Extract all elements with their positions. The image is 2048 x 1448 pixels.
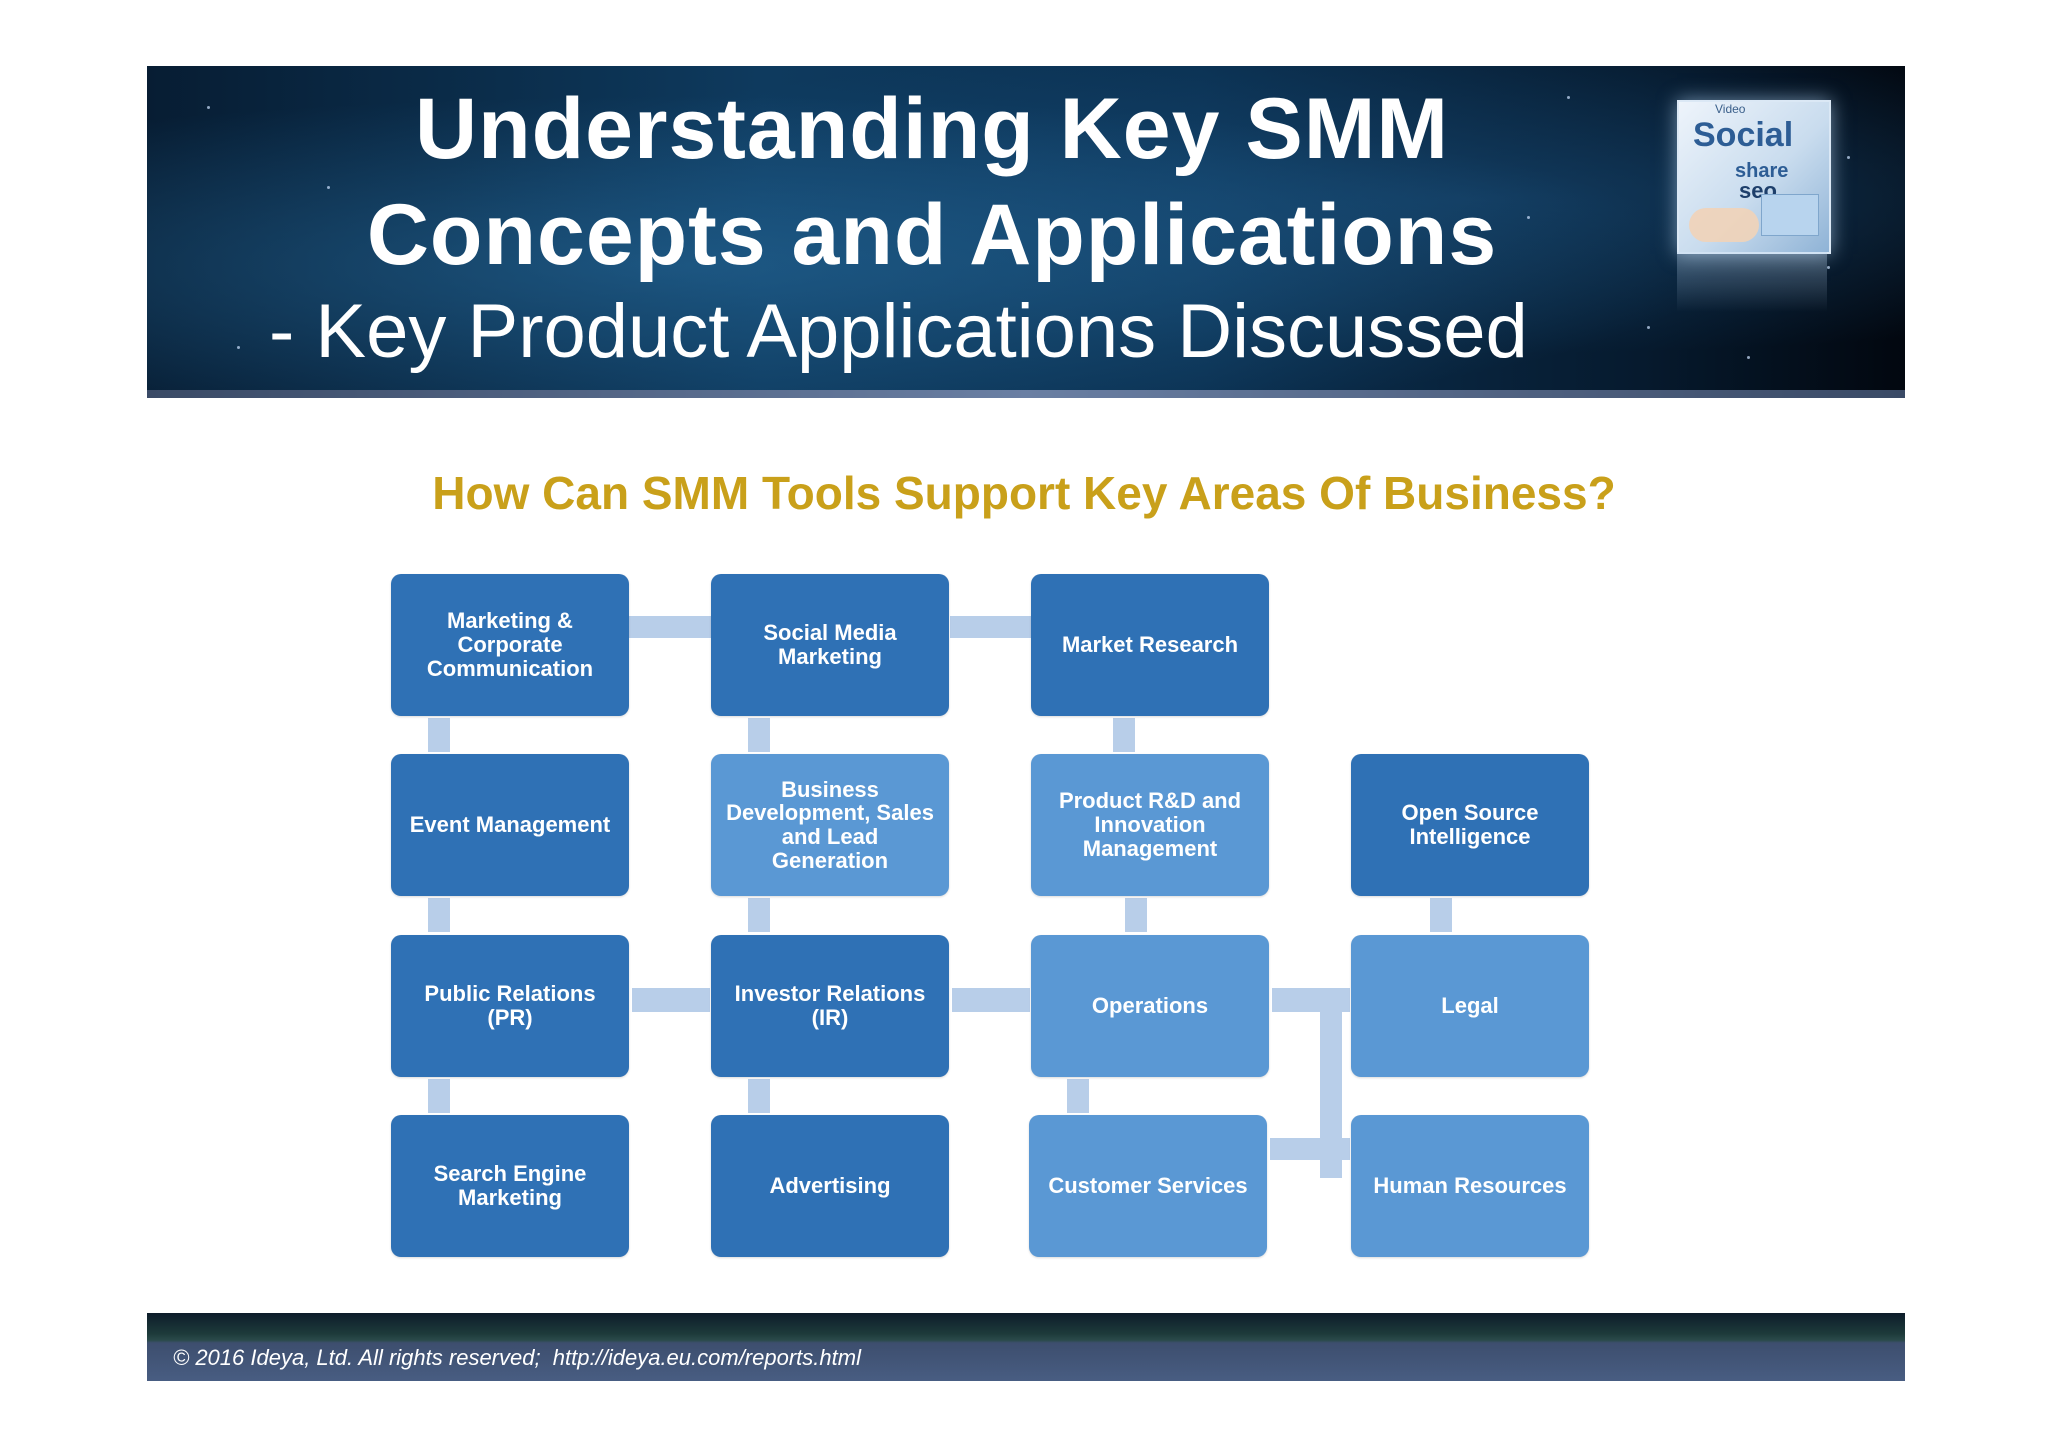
connector (1430, 898, 1452, 932)
page-title-line-2: Concepts and Applications (366, 187, 1498, 283)
copyright-text: © 2016 Ideya, Ltd. All rights reserved; … (173, 1345, 861, 1370)
box-advertising: Advertising (711, 1115, 949, 1257)
connector (1320, 990, 1342, 1178)
connector (632, 988, 710, 1012)
box-operations: Operations (1031, 935, 1269, 1077)
connector (428, 898, 450, 932)
connector (748, 1079, 770, 1113)
connector (952, 988, 1030, 1012)
box-customer-services: Customer Services (1029, 1115, 1267, 1257)
diagram-heading: How Can SMM Tools Support Key Areas Of B… (432, 467, 1616, 519)
cube-word-social: Social (1693, 116, 1794, 154)
connector (1125, 898, 1147, 932)
box-marketing-corporate-communication: Marketing & Corporate Communication (391, 574, 629, 716)
footer-bar: © 2016 Ideya, Ltd. All rights reserved; … (147, 1313, 1905, 1381)
cube-reflection (1677, 252, 1827, 312)
box-business-development: Business Development, Sales and Lead Gen… (711, 754, 949, 896)
connector (428, 718, 450, 752)
hand-icon (1689, 208, 1759, 242)
connector (629, 616, 711, 638)
connector (748, 898, 770, 932)
connector (950, 616, 1031, 638)
social-media-cube-image: Video Social share seo (1677, 100, 1831, 254)
connector (748, 718, 770, 752)
header-banner: Understanding Key SMM Concepts and Appli… (147, 66, 1905, 398)
connector (1113, 718, 1135, 752)
connector (428, 1079, 450, 1113)
page-subtitle-line: - Key Product Applications Discussed (269, 289, 1528, 374)
connector (1067, 1079, 1089, 1113)
box-public-relations: Public Relations (PR) (391, 935, 629, 1077)
cube-word-video: Video (1715, 102, 1746, 116)
box-open-source-intelligence: Open Source Intelligence (1351, 754, 1589, 896)
box-search-engine-marketing: Search Engine Marketing (391, 1115, 629, 1257)
box-market-research: Market Research (1031, 574, 1269, 716)
box-product-rd: Product R&D and Innovation Management (1031, 754, 1269, 896)
box-social-media-marketing: Social Media Marketing (711, 574, 949, 716)
box-human-resources: Human Resources (1351, 1115, 1589, 1257)
tablet-icon (1761, 194, 1819, 236)
connector (1270, 1138, 1350, 1160)
box-investor-relations: Investor Relations (IR) (711, 935, 949, 1077)
box-event-management: Event Management (391, 754, 629, 896)
box-legal: Legal (1351, 935, 1589, 1077)
page-title-line-1: Understanding Key SMM (415, 81, 1449, 177)
cube-word-share: share (1735, 160, 1789, 182)
